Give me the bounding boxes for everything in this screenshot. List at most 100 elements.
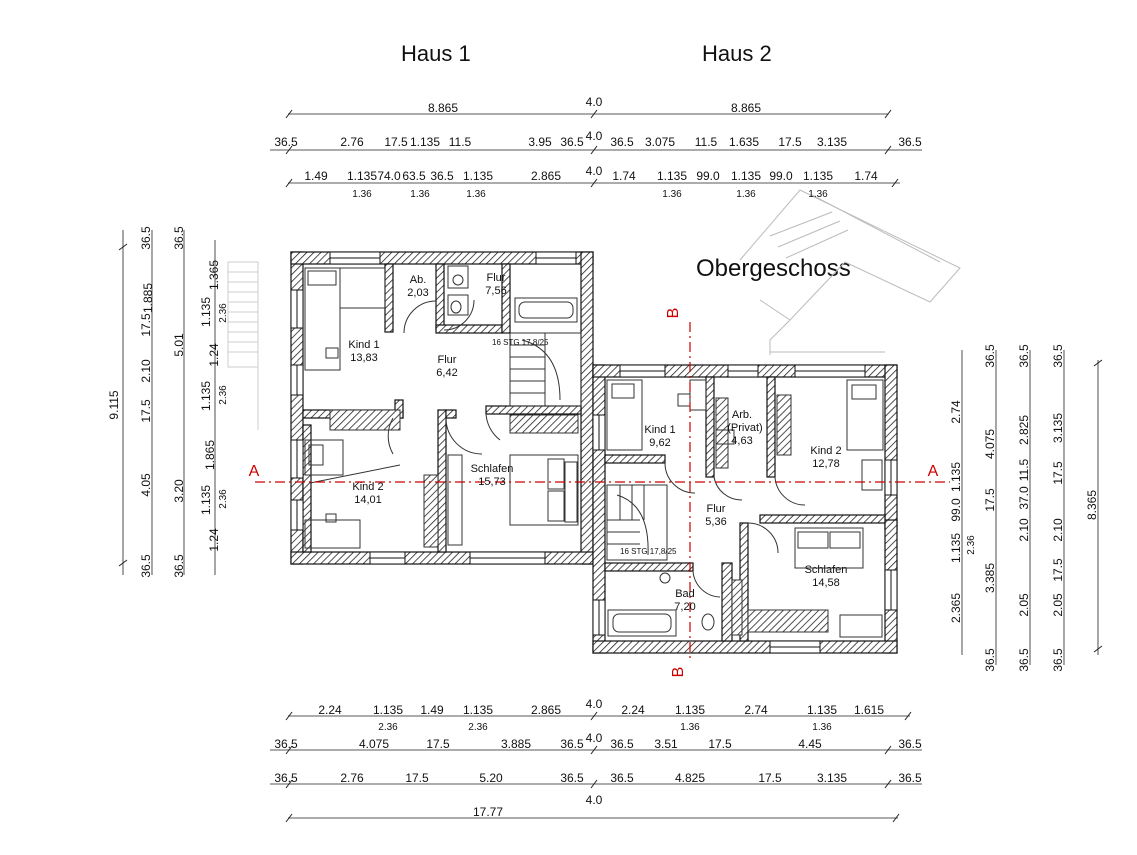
dim-text: 99.0	[696, 169, 720, 183]
dim-text: 1.135	[347, 169, 377, 183]
dim-text: 17.5	[1051, 558, 1065, 582]
dim-text: 36.5	[898, 737, 922, 751]
room-area: 14,01	[354, 494, 382, 506]
dim-text: 1.49	[304, 169, 328, 183]
dim-text: 2.10	[1051, 518, 1065, 542]
house2-windows	[592, 364, 898, 654]
dim-subtext: 2.36	[218, 489, 229, 509]
dim-text: 36.5	[172, 226, 186, 250]
room-area: 7,20	[674, 601, 695, 613]
dim-text: 74.0	[377, 169, 401, 183]
dim-text: 1.135	[410, 135, 440, 149]
dim-text: 17.5	[139, 313, 153, 337]
dim-text: 4.0	[586, 129, 603, 143]
dim-text: 1.24	[207, 528, 221, 552]
dim-text: 2.05	[1017, 593, 1031, 617]
dim-text: 36.5	[274, 135, 298, 149]
dim-text: 36.5	[560, 737, 584, 751]
dim-text: 36.5	[610, 771, 634, 785]
dim-text: 2.74	[744, 703, 768, 717]
dim-subtext: 1.36	[680, 722, 700, 733]
dim-text: 1.865	[203, 440, 217, 470]
dim-text: 17.5	[426, 737, 450, 751]
dim-text: 36.5	[274, 737, 298, 751]
dim-text: 3.135	[817, 135, 847, 149]
dim-text: 36.5	[898, 135, 922, 149]
room-name: Schlafen	[805, 564, 848, 576]
room-area: 15,73	[478, 476, 506, 488]
dim-text: 36.5	[983, 648, 997, 672]
dim-text: 17.5	[139, 399, 153, 423]
dim-text: 36.5	[610, 737, 634, 751]
dim-text: 17.5	[758, 771, 782, 785]
dimension-ticks	[118, 109, 1103, 823]
room-name: Flur	[438, 354, 457, 366]
dim-text: 17.5	[384, 135, 408, 149]
dim-text: 2.24	[318, 703, 342, 717]
dim-text: 3.135	[817, 771, 847, 785]
dim-text: 4.0	[586, 164, 603, 178]
dim-subtext: 2.36	[966, 535, 977, 555]
section-marker-b-bottom: B	[670, 667, 687, 678]
dim-text: 36.5	[560, 771, 584, 785]
dim-text: 4.0	[586, 731, 603, 745]
dim-text: 1.135	[657, 169, 687, 183]
dim-text: 1.135	[199, 485, 213, 515]
dim-text: 1.135	[463, 703, 493, 717]
dim-subtext: 1.36	[410, 189, 430, 200]
dim-text: 1.135	[803, 169, 833, 183]
dim-text: 17.5	[405, 771, 429, 785]
room-area: 4,63	[731, 435, 752, 447]
dim-subtext: 1.36	[812, 722, 832, 733]
dim-text: 1.135	[199, 297, 213, 327]
room-name: Arb.	[732, 409, 752, 421]
dim-text-total: 8.365	[1085, 490, 1099, 520]
dim-text: 3.20	[172, 479, 186, 503]
dim-subtext: 1.36	[466, 189, 486, 200]
room-area: 14,58	[812, 577, 840, 589]
room-name: Flur	[707, 503, 726, 515]
dim-text: 1.135	[731, 169, 761, 183]
dim-text: 36.5	[898, 771, 922, 785]
dim-text: 37.0	[1017, 486, 1031, 510]
dim-text-total: 9.115	[107, 390, 121, 419]
room-name: Schlafen	[471, 463, 514, 475]
dim-text: 1.49	[420, 703, 444, 717]
dim-text: 1.135	[463, 169, 493, 183]
dim-text: 4.0	[586, 95, 603, 109]
stair-label-h2: 16 STG 17,8/25	[620, 547, 677, 556]
dim-text: 4.075	[359, 737, 389, 751]
room-name: Bad	[675, 588, 695, 600]
dim-text: 1.135	[373, 703, 403, 717]
dim-text: 1.635	[729, 135, 759, 149]
dim-text: 36.5	[430, 169, 454, 183]
dim-text: 3.075	[645, 135, 675, 149]
floor-title: Obergeschoss	[696, 255, 851, 282]
house2-furniture	[606, 379, 884, 638]
room-name: Ab.	[410, 274, 427, 286]
dim-text: 1.24	[207, 343, 221, 367]
dim-text: 36.5	[1017, 648, 1031, 672]
room-area: 5,36	[705, 516, 726, 528]
room-name: Kind 1	[644, 424, 675, 436]
dim-subtext: 1.36	[736, 189, 756, 200]
dim-text: 17.5	[983, 488, 997, 512]
dim-subtext: 2.36	[218, 303, 229, 323]
dim-text: 11.5	[449, 135, 472, 149]
stair-label-h1: 16 STG 17,8/25	[492, 338, 549, 347]
dim-text: 99.0	[769, 169, 793, 183]
dim-text: 1.885	[141, 283, 155, 313]
dim-text: 1.365	[207, 260, 221, 290]
dim-text: 2.10	[1017, 518, 1031, 542]
section-marker-a-right: A	[928, 463, 939, 480]
dim-text: 1.135	[675, 703, 705, 717]
dim-text: 36.5	[983, 344, 997, 368]
dim-subtext: 1.36	[352, 189, 372, 200]
room-area: 2,03	[407, 287, 428, 299]
dim-text: 4.0	[586, 697, 603, 711]
dim-text: 36.5	[172, 554, 186, 578]
dim-text: 4.05	[139, 473, 153, 497]
house1-title: Haus 1	[401, 41, 471, 66]
house1-furniture	[304, 265, 582, 549]
